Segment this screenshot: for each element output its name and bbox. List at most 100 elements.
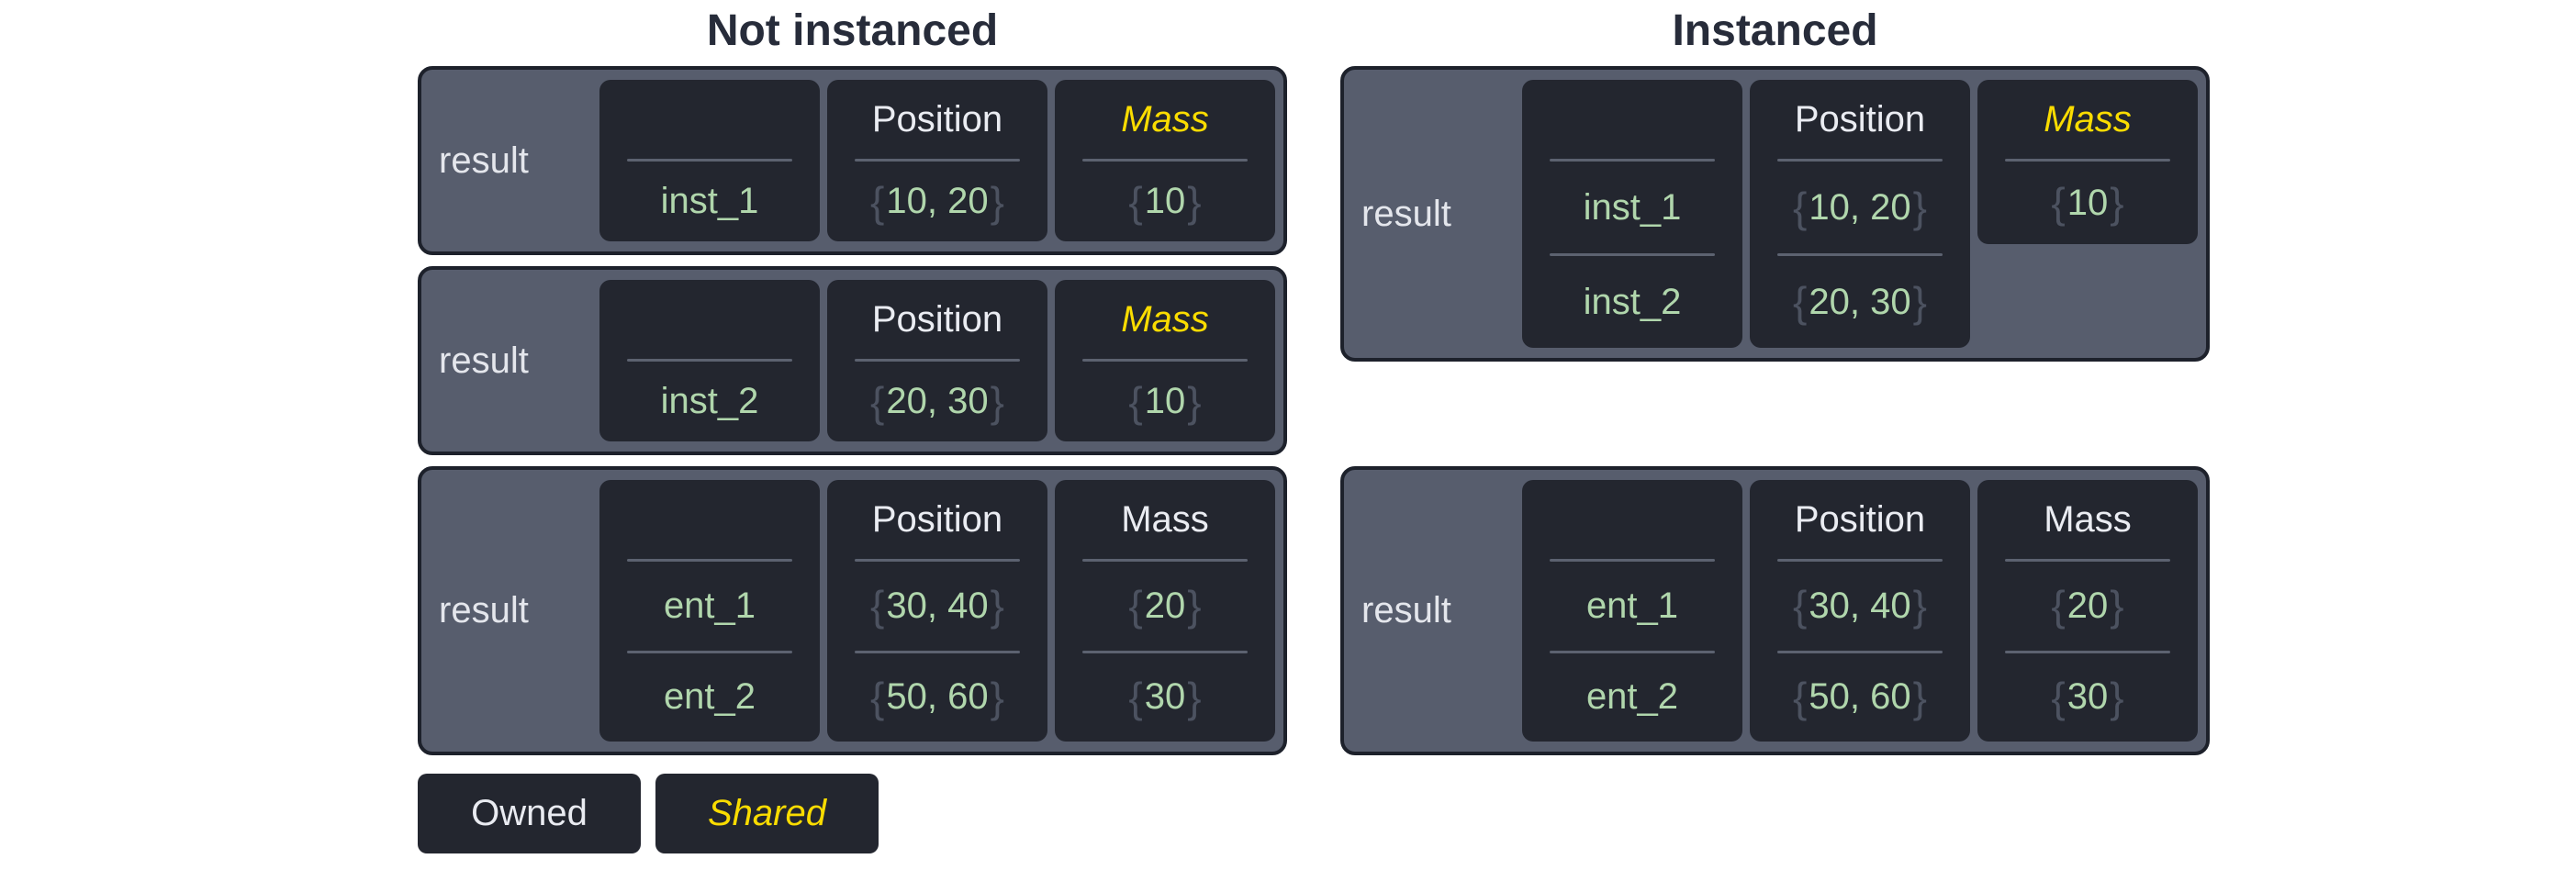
open-brace: {: [2051, 673, 2066, 721]
open-brace: {: [870, 582, 885, 630]
value-text: 30: [2066, 676, 2109, 718]
close-brace: }: [1912, 673, 1927, 721]
close-brace: }: [2110, 179, 2124, 227]
row-divider: [1550, 559, 1715, 562]
entity-name: inst_1: [599, 162, 820, 241]
value-text: 50, 60: [1809, 676, 1911, 718]
row-divider: [1082, 159, 1248, 162]
open-brace: {: [1128, 582, 1143, 630]
row-label: result: [439, 139, 529, 181]
row-divider: [627, 650, 792, 653]
entity-name: inst_2: [599, 362, 820, 441]
component-cell-position: Position {30, 40}{50, 60}: [827, 480, 1047, 742]
component-cell-position: Position{10, 20}{20, 30}: [1750, 80, 1970, 348]
row-divider: [627, 559, 792, 562]
component-value: {20, 30}: [827, 362, 1047, 441]
component-cell-position: Position{10, 20}: [827, 80, 1047, 241]
row-divider: [627, 359, 792, 362]
value-text: 20, 30: [886, 381, 989, 421]
row-divider: [855, 559, 1020, 562]
open-brace: {: [1128, 177, 1143, 226]
row-divider: [1082, 359, 1248, 362]
close-brace: }: [990, 673, 1004, 721]
entity-name: ent_1: [1522, 562, 1742, 651]
open-brace: {: [2051, 179, 2066, 227]
entity-name: ent_1: [599, 562, 820, 651]
component-cell-position: Position {20, 30}: [827, 280, 1047, 441]
row-divider: [855, 359, 1020, 362]
value-text: 10: [1144, 381, 1186, 421]
column-header: [1522, 480, 1742, 559]
row-divider: [855, 650, 1020, 653]
row-divider: [855, 159, 1020, 162]
column-header: Position: [871, 298, 1003, 340]
value-text: 10: [2066, 182, 2109, 223]
column-header: Mass: [2044, 98, 2132, 139]
value-text: 20, 30: [1809, 281, 1911, 322]
column-header: [599, 80, 820, 159]
component-value: {10, 20}: [1750, 162, 1970, 253]
row-divider: [1082, 559, 1248, 562]
row-divider: [2005, 159, 2170, 162]
component-value: {10}: [1055, 362, 1275, 441]
row-divider: [1777, 159, 1943, 162]
row-label: result: [1361, 590, 1451, 630]
open-brace: {: [1793, 184, 1808, 231]
close-brace: }: [2110, 673, 2124, 721]
column-header: [599, 280, 820, 359]
column-header: Mass: [1121, 298, 1209, 340]
close-brace: }: [1912, 278, 1927, 326]
section-title-not-instanced: Not instanced: [706, 6, 999, 55]
open-brace: {: [870, 673, 885, 721]
value-text: 50, 60: [886, 676, 989, 718]
open-brace: {: [1793, 278, 1808, 326]
component-value: {50, 60}: [827, 653, 1047, 742]
column-header: Position: [871, 498, 1003, 540]
close-brace: }: [1187, 673, 1202, 721]
component-value: {10}: [1055, 162, 1275, 241]
row-label: result: [439, 590, 529, 630]
open-brace: {: [1793, 673, 1808, 721]
component-cell-mass: Mass{20}{30}: [1977, 480, 2198, 742]
close-brace: }: [990, 177, 1004, 226]
entities-cell: inst_1 inst_2: [1522, 80, 1742, 348]
component-value: {50, 60}: [1750, 653, 1970, 742]
value-text: 30: [1144, 676, 1186, 718]
open-brace: {: [870, 377, 885, 426]
close-brace: }: [1912, 582, 1927, 630]
component-value: {30}: [1055, 653, 1275, 742]
result-table-not-instanced-1: result inst_1 Position{10, 20} Mass {10}: [418, 66, 1287, 255]
column-header: [1522, 80, 1742, 159]
row-divider: [1550, 253, 1715, 256]
value-text: 10, 20: [1809, 186, 1911, 228]
value-text: inst_2: [660, 381, 759, 421]
row-label: result: [1361, 193, 1451, 234]
component-value: {20}: [1977, 562, 2198, 651]
value-text: 10: [1144, 181, 1186, 221]
value-text: 30, 40: [886, 585, 989, 626]
open-brace: {: [2051, 582, 2066, 630]
component-cell-position: Position{30, 40}{50, 60}: [1750, 480, 1970, 742]
column-header: Position: [871, 98, 1003, 139]
component-value: {20, 30}: [1750, 256, 1970, 348]
entity-name: inst_2: [1522, 256, 1742, 348]
column-header: Mass: [1121, 98, 1209, 139]
entity-name: ent_2: [599, 653, 820, 742]
row-divider: [1777, 650, 1943, 653]
close-brace: }: [1187, 582, 1202, 630]
value-text: ent_2: [663, 676, 756, 718]
value-text: 30, 40: [1809, 585, 1911, 626]
component-cell-mass: Mass {10}: [1055, 280, 1275, 441]
close-brace: }: [990, 377, 1004, 426]
value-text: inst_1: [1583, 186, 1682, 228]
entities-cell: ent_1 ent_2: [599, 480, 820, 742]
value-text: inst_1: [660, 181, 759, 221]
entities-cell: inst_1: [599, 80, 820, 241]
row-divider: [1550, 650, 1715, 653]
close-brace: }: [2110, 582, 2124, 630]
open-brace: {: [1793, 582, 1808, 630]
close-brace: }: [1912, 184, 1927, 231]
